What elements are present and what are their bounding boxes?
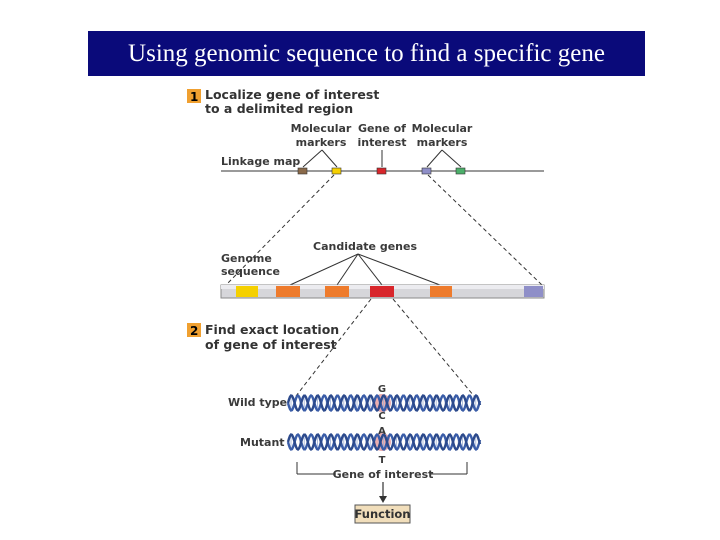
function-label: Function xyxy=(354,507,410,521)
slide-title: Using genomic sequence to find a specifi… xyxy=(88,31,645,76)
marker-brown xyxy=(297,167,308,175)
step1-line2: to a delimited region xyxy=(205,101,353,116)
marker-yellow xyxy=(331,167,342,175)
step2-line2: of gene of interest xyxy=(205,337,337,352)
mutant-bottom-base: T xyxy=(379,455,386,466)
step1-line1: Localize gene of interest xyxy=(205,87,379,102)
wild-type-helix-strand-2 xyxy=(286,393,482,413)
genome-sequence-bar xyxy=(220,284,545,299)
marker-purple xyxy=(421,167,432,175)
molecular-markers-right-1: Molecular xyxy=(412,122,473,135)
zoom-lines-1 xyxy=(225,174,543,286)
arrow-down-icon xyxy=(379,496,387,503)
candidate-gene-red xyxy=(370,286,394,297)
candidate-gene-1 xyxy=(276,286,300,297)
gene-of-interest-label: Gene of interest xyxy=(333,468,434,481)
step2-number: 2 xyxy=(190,324,198,338)
step2-header: 2 Find exact location of gene of interes… xyxy=(187,322,339,352)
genome-label-2: sequence xyxy=(221,265,280,278)
gene-marker-red xyxy=(376,167,387,175)
linkage-map-label: Linkage map xyxy=(221,155,300,168)
mutant-label: Mutant xyxy=(240,436,285,449)
step1-header: 1 Localize gene of interest to a delimit… xyxy=(187,87,379,116)
gene-bracket xyxy=(296,462,468,475)
candidate-gene-3 xyxy=(430,286,452,297)
mutant-helix-strand-1 xyxy=(286,432,482,452)
gene-of-interest-top-2: interest xyxy=(357,136,406,149)
candidate-gene-2 xyxy=(325,286,349,297)
genome-yellow-segment xyxy=(236,286,258,297)
step1-badge xyxy=(187,89,201,103)
mutant-helix xyxy=(286,432,482,452)
marker-green xyxy=(455,167,466,175)
wild-type-helix xyxy=(286,393,482,413)
wild-type-label: Wild type xyxy=(228,396,287,409)
step1-number: 1 xyxy=(190,90,198,104)
molecular-markers-left-2: markers xyxy=(296,136,347,149)
molecular-markers-right-2: markers xyxy=(417,136,468,149)
genome-purple-segment xyxy=(524,286,543,297)
marker-pointers xyxy=(302,149,462,168)
wild-top-base: G xyxy=(378,384,386,395)
candidate-pointers xyxy=(289,253,441,286)
zoom-lines-2 xyxy=(295,298,475,397)
function-box xyxy=(354,504,411,524)
gene-of-interest-top-1: Gene of xyxy=(358,122,406,135)
wild-type-helix-strand-1 xyxy=(286,393,482,413)
mutant-top-base: A xyxy=(378,426,386,437)
wild-bottom-base: C xyxy=(378,411,385,422)
step2-badge xyxy=(187,323,201,337)
molecular-markers-left-1: Molecular xyxy=(291,122,352,135)
step2-line1: Find exact location xyxy=(205,322,339,337)
mutant-helix-strand-2 xyxy=(286,432,482,452)
genome-label-1: Genome xyxy=(221,252,272,265)
candidate-genes-label: Candidate genes xyxy=(313,240,417,253)
